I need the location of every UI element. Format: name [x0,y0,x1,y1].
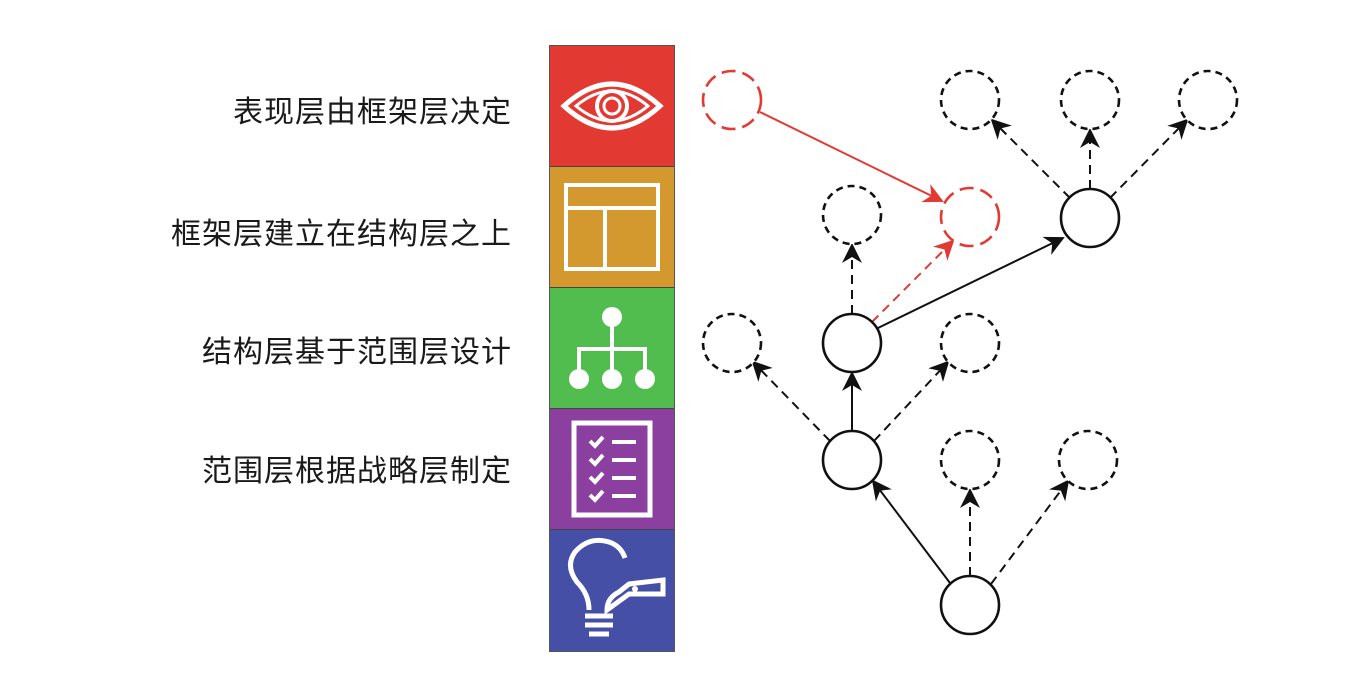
scope-layer-block [550,409,674,530]
node [821,429,883,491]
edge-solid [871,479,951,584]
node-dashed [821,184,883,246]
node-dashed [1059,69,1121,131]
node-highlight-dashed [939,186,1001,248]
node [1059,187,1121,249]
node-dashed [1177,69,1239,131]
structure-layer-block [550,288,674,409]
node-dashed [939,429,1001,491]
edge-dashed [1109,118,1189,199]
layer-label-scope: 范围层根据战略层制定 [202,454,512,489]
layout-icon [564,183,660,271]
skeleton-layer-block [550,167,674,288]
eye-icon [560,81,664,131]
node-dashed [939,69,1001,131]
edge-dashed [751,360,831,442]
node-highlight-dashed [701,69,763,131]
edge-dashed-highlight [871,239,955,323]
node [821,312,883,374]
edge-solid [877,236,1065,329]
edge-dashed [990,118,1071,199]
hierarchy-icon [569,307,655,389]
node-dashed [939,312,1001,374]
node-dashed [701,312,763,374]
edge-dashed [990,479,1070,585]
checklist-icon [571,420,653,518]
edge-highlight [759,111,944,203]
layer-label-skeleton: 框架层建立在结构层之上 [171,217,512,252]
surface-layer-block [550,46,674,167]
node-root [939,574,1001,636]
layer-label-structure: 结构层基于范围层设计 [202,335,512,370]
layer-label-surface: 表现层由框架层决定 [233,95,512,130]
layer-icon-column [549,45,675,652]
lightbulb-tag-icon [568,537,666,636]
edge-dashed [873,360,950,442]
strategy-layer-block [550,530,674,651]
node-dashed [1057,429,1119,491]
